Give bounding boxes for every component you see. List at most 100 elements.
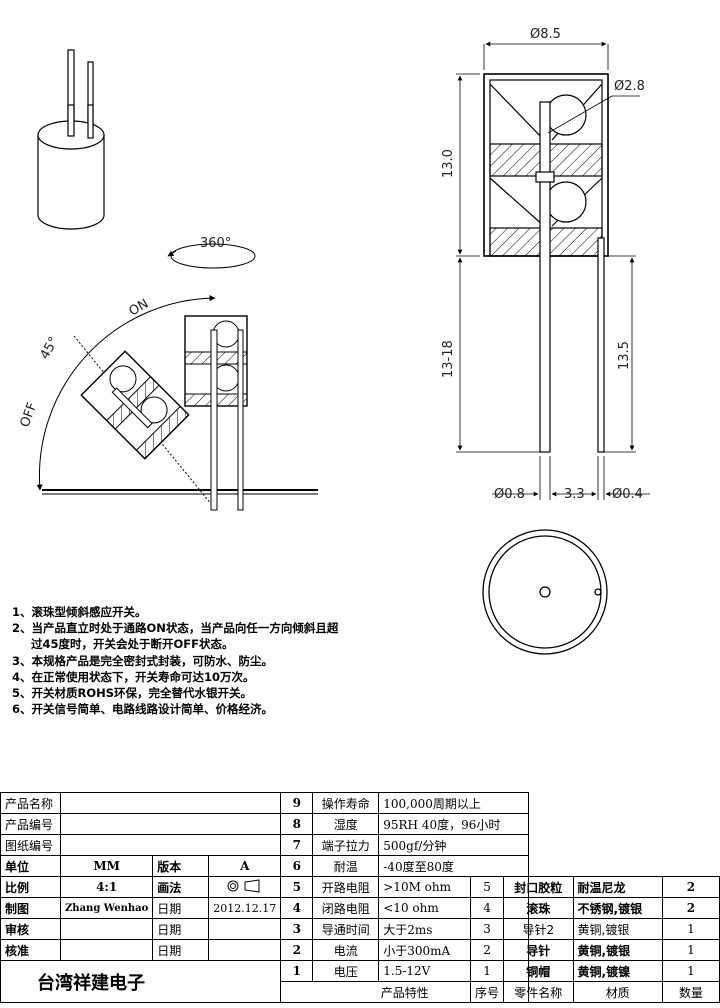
- bom-part: 导针2: [503, 918, 574, 940]
- tilt-angle-label: 45°: [37, 335, 62, 362]
- spec-value: 95RH 40度，96小时: [378, 813, 530, 835]
- approve-label: 核准: [0, 939, 61, 961]
- rotation-label: 360°: [200, 236, 231, 251]
- bom-part: 导针: [503, 939, 574, 961]
- date-label: 日期: [152, 897, 210, 919]
- bom-no: 1: [469, 960, 505, 982]
- rotation-indicator: 360°: [167, 236, 256, 269]
- dim-ball-diameter: Ø2.8: [614, 79, 645, 94]
- note-3: 3、本规格产品是完全密封式封装，可防水、防尘。: [12, 653, 273, 668]
- spec-value: 500gf/分钟: [378, 834, 530, 856]
- dim-lead-13-5: 13.5: [617, 341, 632, 370]
- spec-name: 导通时间: [312, 918, 380, 940]
- unit-value: MM: [59, 855, 154, 877]
- version-value: A: [208, 855, 282, 877]
- note-6: 6、开关信号简单、电路线路设计简单、价格经济。: [12, 702, 273, 717]
- bom-part: 滚珠: [503, 897, 574, 919]
- projection-label: 画法: [152, 876, 210, 898]
- spec-name: 端子拉力: [312, 834, 380, 856]
- note-2-cont: 过45度时，开关会处于断开OFF状态。: [31, 637, 234, 652]
- bom-header-part: 零件名称: [503, 981, 574, 1003]
- bom-header-material: 材质: [572, 981, 663, 1003]
- dim-diameter-8-5: Ø8.5: [530, 27, 561, 42]
- dim-height-13: 13.0: [441, 149, 456, 178]
- spec-name: 电压: [312, 960, 380, 982]
- spec-name: 耐温: [312, 855, 380, 877]
- off-label: OFF: [18, 401, 41, 430]
- company-name: 台湾祥建电子: [0, 960, 282, 1003]
- notes: 1、滚珠型倾斜感应开关。 2、当产品直立时处于通路ON状态，当产品向任一方向倾斜…: [12, 604, 412, 717]
- bom-material: 黄铜,镀镍: [572, 960, 663, 982]
- note-5: 5、开关材质ROHS环保，完全替代水银开关。: [12, 686, 253, 701]
- spec-no: 6: [280, 855, 314, 877]
- bottom-view: [482, 529, 608, 655]
- approve-date-value: [208, 939, 282, 961]
- projection-symbol-icon: [208, 876, 282, 898]
- bom-qty: 1: [661, 939, 720, 961]
- approve-value: [59, 939, 154, 961]
- date-label: 日期: [152, 918, 210, 940]
- drawing-no-label: 图纸编号: [0, 834, 61, 856]
- bom-qty: 2: [661, 897, 720, 919]
- drafter-value: Zhang Wenhao: [59, 897, 154, 919]
- dim-lead-length: 13-18: [441, 340, 456, 378]
- spec-no: 5: [280, 876, 314, 898]
- technical-drawing: 360° 45° ON OFF: [18, 27, 650, 655]
- bom-header-no: 序号: [469, 981, 505, 1003]
- bom-table: 5 封口胶粒 耐温尼龙 2 4 滚珠 不锈钢,镀银 2 3 导针2 黄铜,镀银 …: [469, 876, 720, 1003]
- bom-part: 铜帽: [503, 960, 574, 982]
- review-label: 审核: [0, 918, 61, 940]
- bom-no: 4: [469, 897, 505, 919]
- product-name-value: [59, 792, 282, 814]
- bom-qty: 2: [661, 876, 720, 898]
- bom-material: 不锈钢,镀银: [572, 897, 663, 919]
- spec-no: 1: [280, 960, 314, 982]
- bom-no: 3: [469, 918, 505, 940]
- review-date-value: [208, 918, 282, 940]
- bom-no: 2: [469, 939, 505, 961]
- spec-name: 闭路电阻: [312, 897, 380, 919]
- scale-value: 4:1: [59, 876, 154, 898]
- spec-name: 湿度: [312, 813, 380, 835]
- spec-no: 3: [280, 918, 314, 940]
- tilt-view: [36, 295, 318, 511]
- product-name-label: 产品名称: [0, 792, 61, 814]
- spec-no: 4: [280, 897, 314, 919]
- review-value: [59, 918, 154, 940]
- dim-pitch-3-3: 3.3: [564, 487, 585, 502]
- section-view: [483, 73, 609, 453]
- product-no-label: 产品编号: [0, 813, 61, 835]
- note-4: 4、在正常使用状态下，开关寿命可达10万次。: [12, 669, 255, 684]
- bom-header-qty: 数量: [661, 981, 720, 1003]
- dim-pin-0-8: Ø0.8: [494, 487, 525, 502]
- spec-name: 开路电阻: [312, 876, 380, 898]
- product-no-value: [59, 813, 282, 835]
- spec-name: 操作寿命: [312, 792, 380, 814]
- spec-name: 电流: [312, 939, 380, 961]
- isometric-view: [37, 49, 105, 230]
- note-1: 1、滚珠型倾斜感应开关。: [12, 605, 147, 619]
- version-label: 版本: [152, 855, 210, 877]
- dimension-lines: [456, 41, 650, 500]
- bom-material: 耐温尼龙: [572, 876, 663, 898]
- date-label: 日期: [152, 939, 210, 961]
- unit-label: 单位: [0, 855, 61, 877]
- dim-pin-0-4: Ø0.4: [612, 487, 643, 502]
- drawing-no-value: [59, 834, 282, 856]
- title-block: 产品名称 9 操作寿命 100,000周期以上 产品编号 8 湿度 95RH 4…: [0, 792, 530, 1003]
- spec-no: 8: [280, 813, 314, 835]
- date-value: 2012.12.17: [208, 897, 282, 919]
- scale-label: 比例: [0, 876, 61, 898]
- on-label: ON: [127, 296, 152, 319]
- bom-qty: 1: [661, 960, 720, 982]
- bom-part: 封口胶粒: [503, 876, 574, 898]
- bom-material: 黄铜,镀银: [572, 918, 663, 940]
- drafter-label: 制图: [0, 897, 61, 919]
- bom-material: 黄铜,镀银: [572, 939, 663, 961]
- spec-value: 100,000周期以上: [378, 792, 530, 814]
- bom-qty: 1: [661, 918, 720, 940]
- bom-no: 5: [469, 876, 505, 898]
- spec-no: 9: [280, 792, 314, 814]
- spec-value: -40度至80度: [378, 855, 530, 877]
- spec-no: 7: [280, 834, 314, 856]
